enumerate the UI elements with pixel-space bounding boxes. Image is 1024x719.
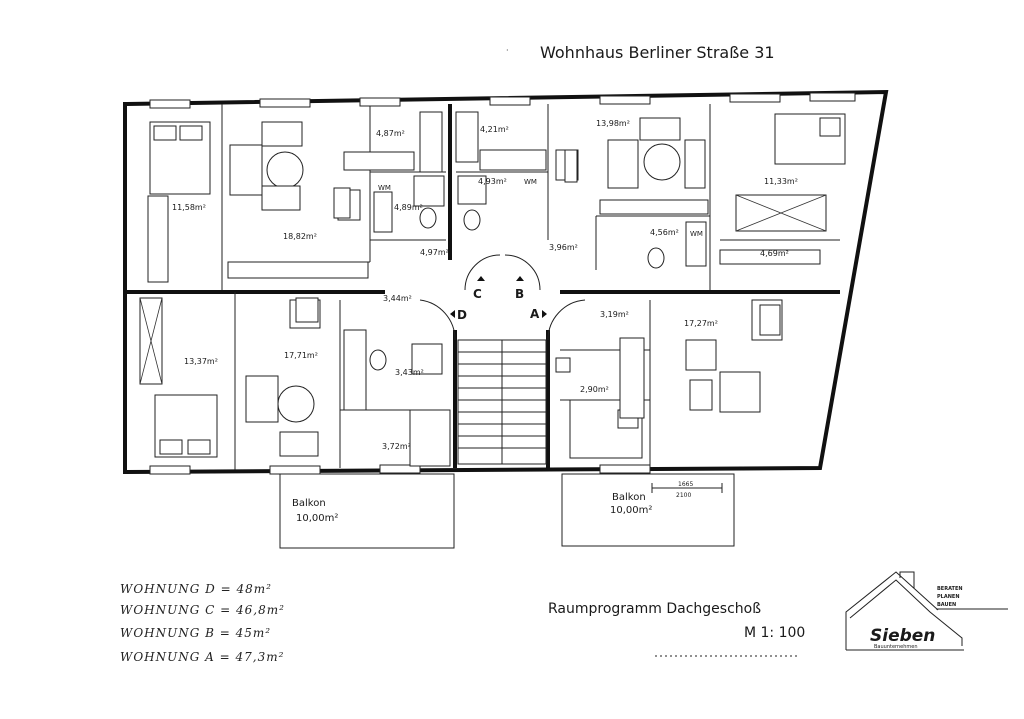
room-area: 3,19m² [600,310,629,319]
handwritten-note-c: WOHNUNG C = 46,8m² [120,603,285,617]
logo-tagline: PLANEN [937,594,960,600]
bed-top-right [735,113,846,232]
logo-tagline: BAUEN [937,602,956,608]
room-area: 11,58m² [172,203,206,212]
entrance-label-c: C [473,287,482,301]
sofa-set-top-right [555,117,706,189]
header-title: Wohnhaus Berliner Straße 31 [540,43,775,62]
room-area: 3,72m² [382,442,411,451]
room-area: 4,21m² [480,125,509,134]
staircase [419,254,586,465]
bathroom-fixtures [369,175,707,375]
bed-top-left [147,121,211,283]
washing-machine-label: WM [524,178,537,186]
bed-bottom-left [139,297,218,458]
room-area: 3,96m² [549,243,578,252]
room-area: 4,89m² [394,203,423,212]
balcony-right-label: Balkon [612,492,646,503]
room-area: 2,90m² [580,385,609,394]
room-area: 17,27m² [684,319,718,328]
sofa-set-bottom-left [245,299,321,457]
logo-name: Sieben [870,626,935,646]
balcony-left-label: Balkon [292,498,326,509]
handwritten-note-d: WOHNUNG D = 48m² [120,582,272,596]
room-area: 3,43m² [395,368,424,377]
room-area: 17,71m² [284,351,318,360]
balcony-right [561,473,735,547]
room-area: 4,69m² [760,249,789,258]
arrow-up-icon [477,276,485,281]
room-area: 11,33m² [764,177,798,186]
plan-title: Raumprogramm Dachgeschoß [548,601,761,617]
room-area: 4,97m² [420,248,449,257]
entrance-label-a: A [530,307,540,321]
arrow-right-icon [542,310,547,318]
arrow-up-icon [516,276,524,281]
room-area: 4,87m² [376,129,405,138]
room-area: 3,44m² [383,294,412,303]
room-area: 4,93m² [478,177,507,186]
room-area: 13,37m² [184,357,218,366]
kitchen-units [227,111,821,467]
washing-machine-label: WM [690,230,703,238]
room-area: 4,56m² [650,228,679,237]
balcony-left-area: 10,00m² [296,513,338,524]
plan-scale: M 1: 100 [744,625,805,641]
company-logo: Sieben Bauunternehmen BERATEN PLANEN BAU… [845,571,1008,651]
washing-machine-label: WM [378,184,391,192]
entrance-label-d: D [457,308,467,322]
logo-tagline: BERATEN [937,586,963,592]
room-area: 18,82m² [283,232,317,241]
dimension-top: 1665 [678,481,693,488]
entrance-label-b: B [515,287,524,301]
balcony-right-area: 10,00m² [610,505,652,516]
sofa-set-top-left [229,121,361,221]
dimension-bottom: 2100 [676,492,691,499]
logo-subtitle: Bauunternehmen [874,644,918,650]
dining-sets [295,149,781,336]
handwritten-note-b: WOHNUNG B = 45m² [120,626,271,640]
balcony-left [279,473,455,549]
room-area: 13,98m² [596,119,630,128]
arrow-left-icon [450,310,455,318]
header-bullet: · [506,46,509,55]
sofa-set-bottom-right [685,299,783,413]
bed-bottom-right [569,337,645,459]
handwritten-note-a: WOHNUNG A = 47,3m² [120,650,284,664]
